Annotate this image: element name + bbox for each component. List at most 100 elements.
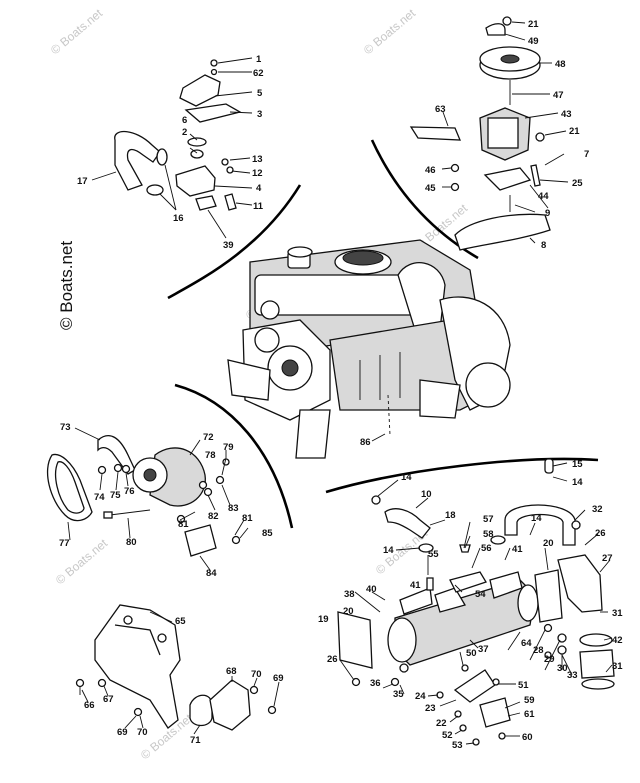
alternator-assembly xyxy=(46,435,241,557)
callout-75: 75 xyxy=(110,490,121,501)
callout-26-left: 26 xyxy=(327,654,338,665)
callout-84: 84 xyxy=(206,568,217,579)
callout-51: 51 xyxy=(518,680,529,691)
callout-47: 47 xyxy=(553,90,564,101)
callout-63: 63 xyxy=(435,104,446,115)
callout-41-right: 41 xyxy=(512,544,523,555)
callout-45: 45 xyxy=(425,183,436,194)
callout-14-top-left: 14 xyxy=(401,472,412,483)
callout-31-bottom: 31 xyxy=(612,661,623,672)
callout-11: 11 xyxy=(253,201,264,212)
top-right-assembly xyxy=(409,16,551,251)
callout-62: 62 xyxy=(253,68,264,79)
callout-12: 12 xyxy=(252,168,263,179)
callout-28: 28 xyxy=(533,645,544,656)
callout-70-bottom: 70 xyxy=(137,727,148,738)
callout-5: 5 xyxy=(257,88,263,99)
watermark-tile-1: © Boats.net xyxy=(48,6,106,58)
callout-37: 37 xyxy=(478,644,489,655)
callout-60: 60 xyxy=(522,732,533,743)
callout-81-left: 81 xyxy=(178,519,189,530)
mount-leaders xyxy=(81,611,280,735)
callout-21-top: 21 xyxy=(528,19,539,30)
callout-68: 68 xyxy=(226,666,237,677)
callout-76: 76 xyxy=(124,486,135,497)
alternator-leaders xyxy=(67,427,249,571)
callout-50: 50 xyxy=(466,648,477,659)
callout-85: 85 xyxy=(262,528,273,539)
callout-79: 79 xyxy=(223,442,234,453)
callout-35: 35 xyxy=(393,689,404,700)
mount-assembly xyxy=(75,604,277,731)
top-left-assembly xyxy=(114,59,242,211)
callout-42: 42 xyxy=(612,635,623,646)
callout-80: 80 xyxy=(126,537,137,548)
callout-66: 66 xyxy=(84,700,95,711)
callout-61: 61 xyxy=(524,709,535,720)
callout-14-top-right: 14 xyxy=(572,477,583,488)
callout-73: 73 xyxy=(60,422,71,433)
callout-2: 2 xyxy=(182,127,187,138)
callout-72: 72 xyxy=(203,432,214,443)
callout-70-top: 70 xyxy=(251,669,262,680)
callout-21-right: 21 xyxy=(569,126,580,137)
callout-23: 23 xyxy=(425,703,436,714)
callout-14-left: 14 xyxy=(383,545,394,556)
callout-67: 67 xyxy=(103,694,114,705)
callout-53: 53 xyxy=(452,740,463,751)
callout-9: 9 xyxy=(545,208,550,219)
callout-36: 36 xyxy=(370,678,381,689)
callout-38: 38 xyxy=(344,589,355,600)
callout-8: 8 xyxy=(541,240,546,251)
callout-30: 30 xyxy=(557,663,568,674)
callout-10: 10 xyxy=(421,489,432,500)
callout-82: 82 xyxy=(208,511,219,522)
callout-27: 27 xyxy=(602,553,613,564)
callout-77: 77 xyxy=(59,538,70,549)
callout-55: 55 xyxy=(428,549,439,560)
callout-39: 39 xyxy=(223,240,234,251)
callout-19: 19 xyxy=(318,614,329,625)
callout-59: 59 xyxy=(524,695,535,706)
separator-bottom-left xyxy=(174,383,294,529)
callout-3: 3 xyxy=(257,109,262,120)
heat-exchanger-assembly xyxy=(337,458,615,746)
callout-69-top: 69 xyxy=(273,673,284,684)
callout-65: 65 xyxy=(175,616,186,627)
callout-17: 17 xyxy=(77,176,88,187)
callout-20-right: 20 xyxy=(543,538,554,549)
callout-6: 6 xyxy=(182,115,187,126)
callout-56: 56 xyxy=(481,543,492,554)
callout-86: 86 xyxy=(360,437,371,448)
callout-58: 58 xyxy=(483,529,494,540)
callout-labels: 1 62 5 3 2 6 13 12 4 11 17 16 39 21 49 4… xyxy=(59,19,623,751)
callout-64: 64 xyxy=(521,638,532,649)
callout-22: 22 xyxy=(436,718,447,729)
callout-29: 29 xyxy=(544,654,555,665)
engine-block xyxy=(227,239,511,459)
callout-71: 71 xyxy=(190,735,201,746)
callout-25: 25 xyxy=(572,178,583,189)
top-right-leaders xyxy=(441,21,569,244)
callout-78: 78 xyxy=(205,450,216,461)
callout-14-mid: 14 xyxy=(531,513,542,524)
callout-41-left: 41 xyxy=(410,580,421,591)
callout-32: 32 xyxy=(592,504,603,515)
callout-74: 74 xyxy=(94,492,105,503)
callout-26-right: 26 xyxy=(595,528,606,539)
callout-49: 49 xyxy=(528,36,539,47)
callout-20-left: 20 xyxy=(343,606,354,617)
callout-83: 83 xyxy=(228,503,239,514)
callout-4: 4 xyxy=(256,183,262,194)
top-left-leaders xyxy=(91,57,253,239)
callout-81-right: 81 xyxy=(242,513,253,524)
callout-31-top: 31 xyxy=(612,608,623,619)
separator-bottom-right xyxy=(325,457,599,494)
watermark-tile-2: © Boats.net xyxy=(361,6,419,58)
callout-33: 33 xyxy=(567,670,578,681)
callout-15: 15 xyxy=(572,459,583,470)
callout-43: 43 xyxy=(561,109,572,120)
callout-57: 57 xyxy=(483,514,494,525)
